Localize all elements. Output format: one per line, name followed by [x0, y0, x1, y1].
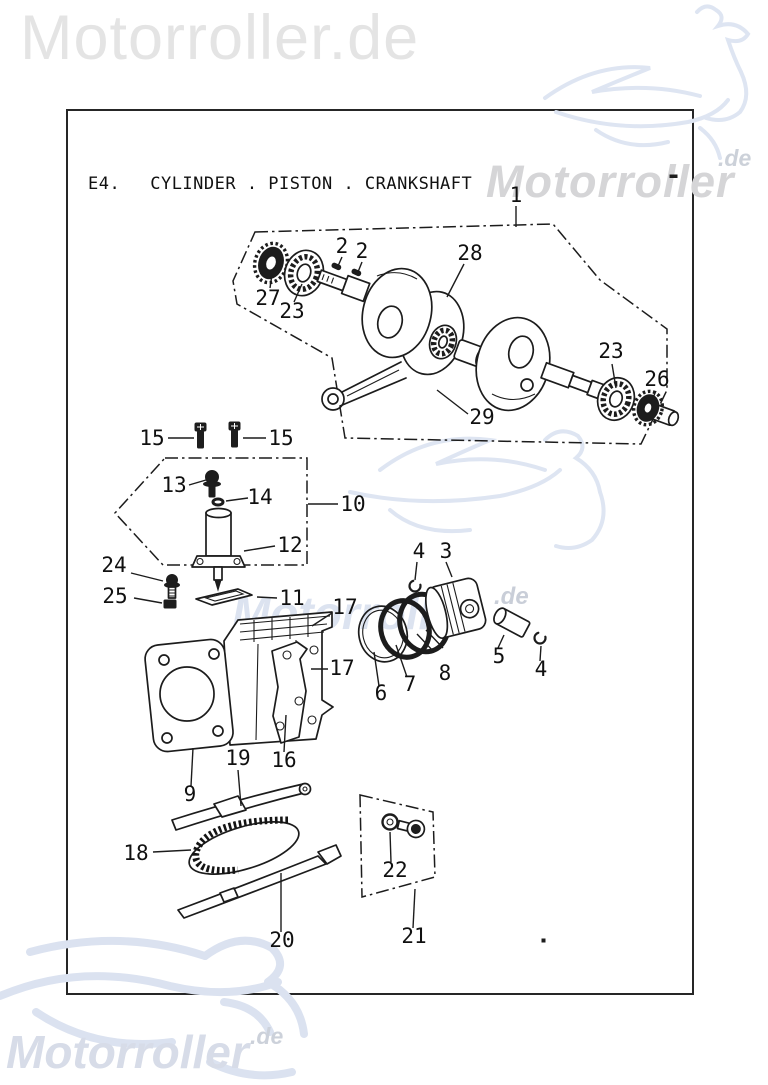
bolt-15-left: [194, 422, 207, 449]
part-label-15-left: 15: [139, 426, 164, 450]
crankshaft-group-outline: [232, 223, 668, 445]
part-label-2a: 2: [336, 234, 349, 258]
part-label-17-lower: 17: [329, 656, 354, 680]
part-label-3: 3: [440, 539, 453, 563]
watermark-motorroller-top-right: Motorroller: [486, 156, 736, 207]
woodruff-key-2-right: [351, 268, 362, 277]
nut-25: [163, 599, 177, 609]
part-label-25: 25: [102, 584, 127, 608]
circlip-4-lower: [533, 631, 547, 645]
part-label-23-left: 23: [279, 299, 304, 323]
crankpin-needle-bearing: [428, 324, 458, 360]
part-label-21: 21: [401, 924, 426, 948]
part-label-29: 29: [469, 405, 494, 429]
part-label-6: 6: [375, 681, 388, 705]
diagram-title-code: E4.: [88, 174, 121, 194]
cylinder-9: [144, 611, 334, 753]
chain-guide-20: [177, 844, 342, 919]
crankshaft-right-shaft: [540, 361, 605, 400]
leader-lines: [130, 206, 657, 932]
tensioner-group-outline: [113, 457, 308, 566]
bolt-15-right: [228, 421, 241, 448]
logo-top: Motorroller.de: [20, 3, 420, 73]
part-label-26: 26: [644, 367, 669, 391]
part-label-15-right: 15: [268, 426, 293, 450]
connecting-rod-29: [321, 361, 407, 411]
part-label-5: 5: [493, 644, 506, 668]
bearing-23-right: [596, 376, 636, 422]
bolt-group-outline-21: [359, 794, 436, 898]
part-label-17-upper: 17: [332, 595, 357, 619]
bolt-24: [164, 574, 180, 599]
scooter-watermark-bottom-left: [0, 936, 308, 1080]
bolt-22: [396, 819, 426, 839]
part-label-23-right: 23: [598, 339, 623, 363]
seal-ring-14: [211, 497, 225, 507]
part-label-4-upper: 4: [413, 539, 426, 563]
tensioner-12: [191, 507, 246, 592]
washer-22: [381, 813, 399, 831]
bolt-13: [203, 470, 221, 498]
gear-26: [631, 389, 665, 427]
part-label-4-lower: 4: [535, 657, 548, 681]
print-speck: [669, 174, 678, 178]
part-label-12: 12: [277, 533, 302, 557]
plate-16: [271, 641, 308, 744]
diagram-title-text: CYLINDER . PISTON . CRANKSHAFT: [150, 174, 473, 194]
diagram-frame: E4. CYLINDER . PISTON . CRANKSHAFT: [66, 109, 694, 995]
part-label-20: 20: [269, 928, 294, 952]
scooter-watermark-center: [348, 429, 606, 550]
part-label-2b: 2: [356, 239, 369, 263]
chain-guide-19: [171, 782, 312, 831]
piston-pin-5: [493, 607, 531, 638]
woodruff-key-2-left: [331, 262, 342, 271]
circlip-4-upper: [408, 579, 422, 593]
watermark-tld-center: .de: [494, 583, 529, 610]
print-speck: [541, 938, 546, 943]
part-label-19: 19: [225, 746, 250, 770]
crankshaft-webs-28: [361, 267, 465, 376]
watermark-tld-top-right: .de: [718, 145, 751, 171]
gasket-11: [195, 588, 253, 606]
part-label-16: 16: [271, 748, 296, 772]
part-label-18: 18: [123, 841, 148, 865]
timing-chain-18: [188, 816, 300, 875]
part-labels: 1 2 2 27 23 28 23 26 29 15 15 13 14 10 1…: [101, 183, 669, 952]
part-label-22: 22: [382, 858, 407, 882]
diagram-title: E4. CYLINDER . PISTON . CRANKSHAFT: [88, 174, 472, 194]
part-label-14: 14: [247, 485, 272, 509]
scooter-watermark-top-right: [543, 4, 751, 160]
part-label-1: 1: [510, 183, 523, 207]
piston-3: [424, 577, 487, 640]
part-label-28: 28: [457, 241, 482, 265]
part-label-27: 27: [255, 286, 280, 310]
crankshaft-left-shaft: [316, 269, 371, 303]
part-label-24: 24: [101, 553, 126, 577]
piston-ring-7: [378, 598, 432, 660]
part-label-9: 9: [184, 782, 197, 806]
part-label-10: 10: [340, 492, 365, 516]
logo-bottom-tld: .de: [250, 1023, 283, 1049]
crankshaft-right-web: [475, 316, 551, 412]
part-label-7: 7: [404, 672, 417, 696]
part-label-11: 11: [279, 586, 304, 610]
part-label-13: 13: [161, 473, 186, 497]
part-label-8: 8: [439, 661, 452, 685]
logo-bottom: Motorroller: [6, 1026, 251, 1078]
